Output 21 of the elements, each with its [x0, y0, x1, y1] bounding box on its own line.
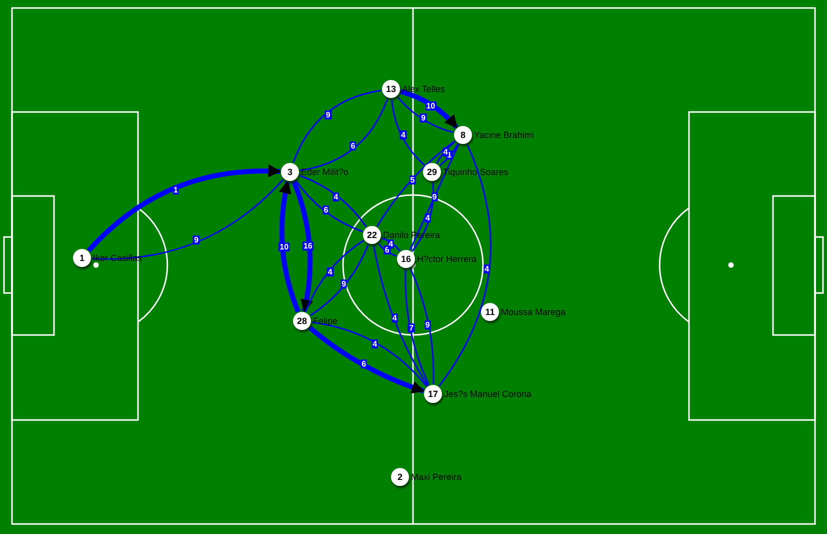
edge-label: 4 — [326, 268, 334, 277]
edge-label: 4 — [372, 340, 378, 349]
pass-arrow — [400, 89, 458, 129]
edge-label: 6 — [360, 360, 368, 369]
edge-label: 6 — [322, 206, 330, 215]
pass-arrow — [86, 164, 282, 252]
edge-label: 7 — [408, 324, 415, 333]
player-name: Eder Milit?o — [301, 166, 349, 178]
edge-label: 4 — [484, 264, 490, 274]
edge-label: 9 — [324, 110, 332, 120]
pass-arrow — [291, 180, 314, 313]
player-name: Jes?s Manuel Corona — [444, 388, 532, 400]
pass-arrow — [278, 180, 301, 313]
edge-label: 10 — [425, 102, 436, 111]
player-name: H?ctor Herrera — [417, 253, 477, 265]
pass-arrow — [308, 326, 425, 394]
player-name: Moussa Marega — [501, 306, 566, 318]
edge-label: 4 — [388, 240, 394, 249]
player-name: Yacine Brahimi — [474, 129, 534, 141]
player-name: Felipe — [313, 315, 338, 327]
edge-label: 10 — [278, 242, 290, 252]
